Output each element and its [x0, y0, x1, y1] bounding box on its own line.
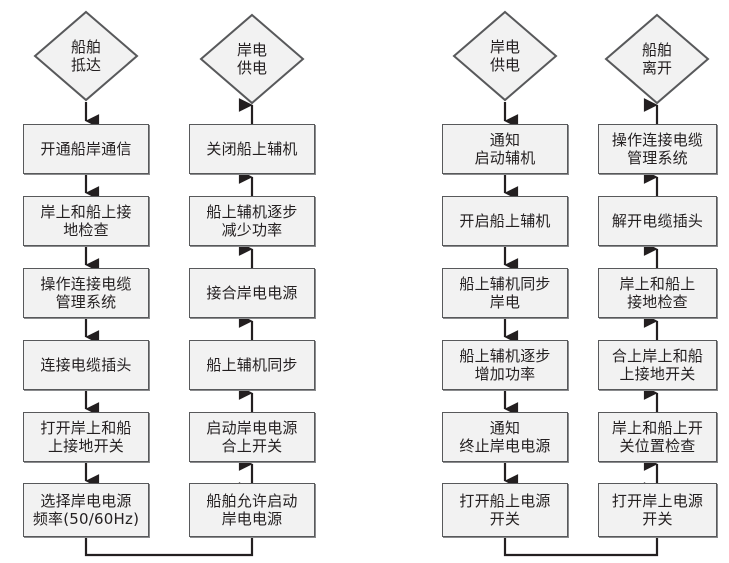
process-label: 岸上和船上接 地检查: [40, 202, 132, 239]
process-label: 船上辅机逐步 减少功率: [206, 202, 298, 239]
process-label: 通知 启动辅机: [474, 130, 536, 167]
process-c1s4[interactable]: 连接电缆插头: [23, 340, 149, 390]
process-c2s4[interactable]: 船上辅机同步: [189, 340, 315, 390]
process-c2s2[interactable]: 船上辅机逐步 减少功率: [189, 196, 315, 246]
process-label: 船舶允许启动 岸电电源: [206, 491, 298, 528]
terminator-ship-departs[interactable]: 船舶 离开: [604, 13, 710, 105]
diamond-shape: [452, 10, 558, 102]
terminator-shore-power-supply-right[interactable]: 岸电 供电: [452, 10, 558, 102]
process-label: 操作连接电缆 管理系统: [40, 274, 132, 311]
process-c1s1[interactable]: 开通船岸通信: [23, 124, 149, 174]
process-label: 解开电缆插头: [611, 211, 704, 230]
process-c1s5[interactable]: 打开岸上和船 上接地开关: [23, 412, 149, 462]
diamond-shape: [604, 13, 710, 105]
process-label: 打开岸上电源 开关: [611, 491, 704, 528]
process-label: 操作连接电缆 管理系统: [611, 130, 704, 167]
process-c3s5[interactable]: 通知 终止岸电电源: [442, 412, 568, 462]
process-label: 开启船上辅机: [459, 211, 551, 230]
process-c3s3[interactable]: 船上辅机同步 岸电: [442, 268, 568, 318]
process-label: 选择岸电电源 频率(50/60Hz): [32, 491, 140, 528]
process-label: 船上辅机同步 岸电: [459, 274, 551, 311]
process-c4s6[interactable]: 打开岸上电源 开关: [598, 483, 717, 537]
process-c1s2[interactable]: 岸上和船上接 地检查: [23, 196, 149, 246]
diamond-shape: [33, 10, 139, 102]
terminator-shore-power-supply-left[interactable]: 岸电 供电: [199, 13, 305, 105]
process-c4s1[interactable]: 操作连接电缆 管理系统: [598, 124, 717, 174]
process-label: 打开船上电源 开关: [459, 491, 551, 528]
process-label: 岸上和船上开 关位置检查: [611, 418, 704, 455]
terminator-label: 船舶 离开: [641, 40, 672, 77]
terminator-label: 岸电 供电: [489, 37, 520, 74]
process-label: 通知 终止岸电电源: [459, 418, 551, 455]
process-c1s6[interactable]: 选择岸电电源 频率(50/60Hz): [23, 483, 149, 537]
process-c4s4[interactable]: 合上岸上和船 上接地开关: [598, 340, 717, 390]
process-label: 岸上和船上 接地检查: [619, 274, 696, 311]
process-c4s5[interactable]: 岸上和船上开 关位置检查: [598, 412, 717, 462]
process-c2s3[interactable]: 接合岸电电源: [189, 268, 315, 318]
process-c3s1[interactable]: 通知 启动辅机: [442, 124, 568, 174]
process-label: 关闭船上辅机: [206, 139, 298, 158]
process-c4s3[interactable]: 岸上和船上 接地检查: [598, 268, 717, 318]
process-c3s2[interactable]: 开启船上辅机: [442, 196, 568, 246]
process-c1s3[interactable]: 操作连接电缆 管理系统: [23, 268, 149, 318]
process-c4s2[interactable]: 解开电缆插头: [598, 196, 717, 246]
process-label: 开通船岸通信: [40, 139, 132, 158]
process-label: 船上辅机逐步 增加功率: [459, 346, 551, 383]
terminator-ship-arrives[interactable]: 船舶 抵达: [33, 10, 139, 102]
terminator-label: 船舶 抵达: [70, 37, 101, 74]
process-c2s5[interactable]: 启动岸电电源 合上开关: [189, 412, 315, 462]
terminator-label: 岸电 供电: [236, 40, 267, 77]
process-label: 打开岸上和船 上接地开关: [40, 418, 132, 455]
process-label: 启动岸电电源 合上开关: [206, 418, 298, 455]
diamond-shape: [199, 13, 305, 105]
process-label: 合上岸上和船 上接地开关: [611, 346, 704, 383]
process-c3s6[interactable]: 打开船上电源 开关: [442, 483, 568, 537]
process-c2s1[interactable]: 关闭船上辅机: [189, 124, 315, 174]
process-label: 船上辅机同步: [206, 355, 298, 374]
process-label: 接合岸电电源: [206, 283, 298, 302]
process-c2s6[interactable]: 船舶允许启动 岸电电源: [189, 483, 315, 537]
process-label: 连接电缆插头: [40, 355, 132, 374]
process-c3s4[interactable]: 船上辅机逐步 增加功率: [442, 340, 568, 390]
